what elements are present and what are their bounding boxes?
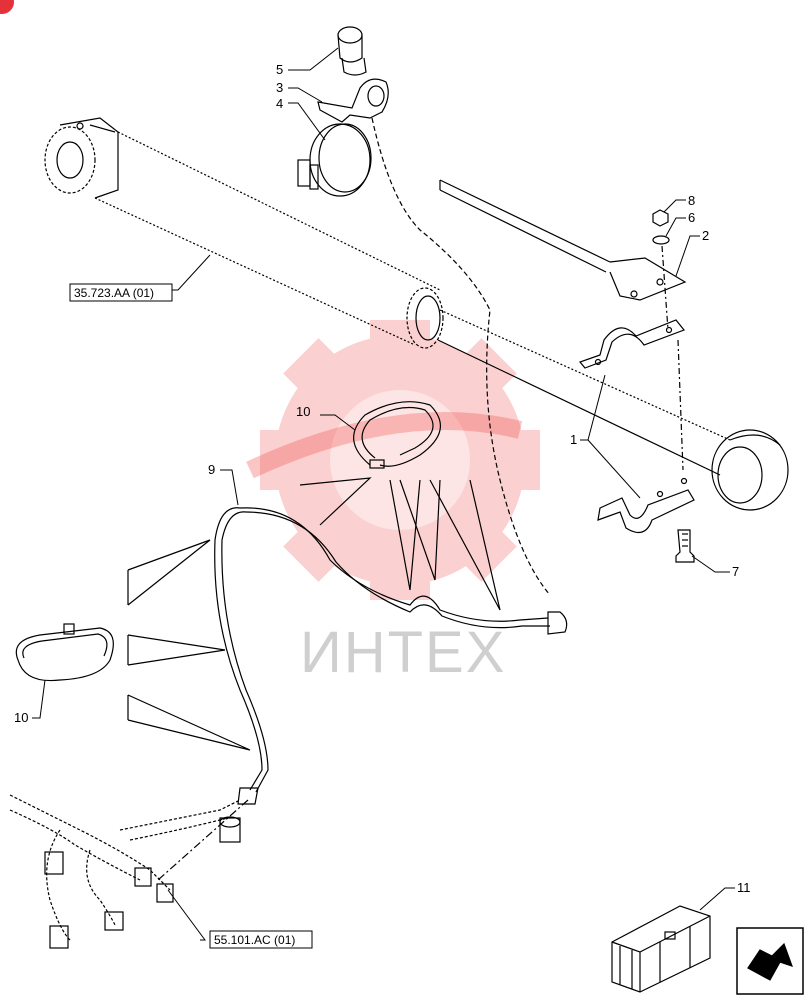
ref-cylinder-label: 35.723.AA (01): [74, 286, 154, 300]
watermark-text: ИНТЕХ: [300, 620, 506, 685]
callout-3: 3: [276, 80, 283, 95]
callout-11: 11: [737, 880, 751, 895]
clamp-upper: [578, 319, 685, 369]
callout-10-lower: 10: [14, 710, 28, 725]
watermark-logo: [260, 320, 540, 600]
leader-lines: [32, 47, 735, 941]
watermark-logo-swoosh: [246, 412, 523, 479]
sensor: [337, 26, 367, 76]
crate-icon: [611, 905, 711, 993]
cable-tie-lower: [15, 623, 114, 682]
callout-10-upper: 10: [296, 404, 310, 419]
callout-5: 5: [276, 62, 283, 77]
corner-marker: [0, 0, 14, 14]
callout-4: 4: [276, 96, 283, 111]
ref-box-cylinder[interactable]: 35.723.AA (01): [69, 283, 173, 302]
hose-clip: [297, 123, 372, 197]
indicator-wedges: [127, 477, 501, 751]
callout-2: 2: [702, 228, 709, 243]
callout-1: 1: [570, 432, 577, 447]
rod-bracket: [439, 179, 687, 301]
drawing-lines: [9, 26, 804, 995]
ref-box-harness[interactable]: 55.101.AC (01): [209, 930, 313, 949]
callout-7: 7: [732, 564, 739, 579]
bolt: [675, 529, 695, 563]
ref-harness-label: 55.101.AC (01): [214, 933, 295, 947]
cable-tie-upper: [353, 401, 441, 469]
callout-6: 6: [688, 210, 695, 225]
callout-9: 9: [208, 462, 215, 477]
chassis-harness: [9, 794, 241, 941]
sensor-bracket: [317, 78, 389, 123]
sensor-cable-path: [371, 117, 551, 596]
harness-connectors: [44, 799, 249, 949]
arrow-next-icon[interactable]: [736, 927, 804, 995]
callout-8: 8: [688, 193, 695, 208]
watermark-logo-inner: [330, 390, 470, 530]
harness: [214, 507, 568, 805]
clamp-lower: [597, 339, 695, 534]
nut-washer: [652, 209, 670, 331]
